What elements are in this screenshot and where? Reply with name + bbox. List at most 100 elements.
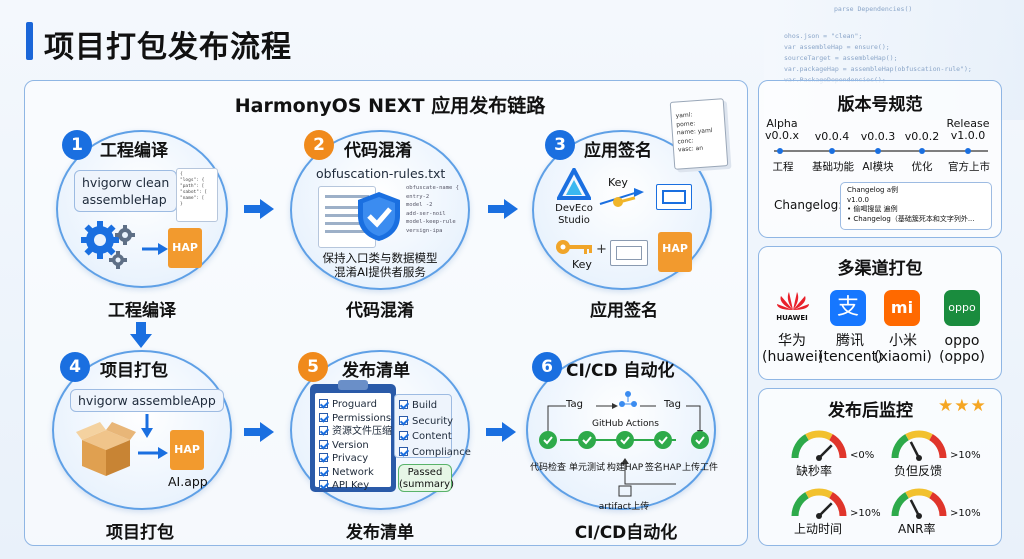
step-1-command-box: hvigorw clean assembleHap	[74, 170, 178, 212]
passed-line: (summary)	[399, 479, 454, 490]
json-line: "sabot": [	[180, 190, 208, 195]
checklist-item: Version	[319, 439, 387, 453]
step-3-caption: 应用签名	[590, 301, 658, 321]
gauge-segment	[791, 434, 809, 459]
pipeline-diagram	[539, 391, 709, 497]
version-stage-label: 官方上市	[948, 161, 990, 173]
tencent-logo: 支	[830, 290, 866, 326]
clipboard-icon: Proguard Permissions 资源文件压缩 Version Priv…	[310, 380, 396, 492]
gauge-segment	[905, 430, 933, 441]
flow-arrow-right	[488, 199, 518, 219]
json-line: {	[180, 172, 183, 177]
check-item: Compliance	[399, 446, 471, 460]
code-line: parse Dependencies()	[834, 5, 913, 13]
channels-title: 多渠道打包	[837, 259, 923, 279]
json-line: "logs": {	[180, 178, 205, 183]
xiaomi-logo: mi	[884, 290, 920, 326]
command-line: hvigorw clean	[82, 175, 170, 190]
studio-line: Studio	[558, 215, 590, 226]
step-6-number: 6	[532, 352, 562, 382]
rule-line: entry-2	[406, 193, 430, 200]
flow-arrow-down	[130, 322, 152, 348]
plus-sign: +	[596, 242, 607, 257]
pipeline-stage: 代码检查	[529, 463, 566, 473]
step-5-caption: 发布清单	[346, 523, 414, 543]
changelog-label: Changelog:	[774, 198, 843, 212]
page-title: 项目打包发布流程	[44, 30, 292, 65]
package-box-icon	[76, 422, 136, 476]
gauge-needle	[818, 502, 833, 517]
gauge-threshold: <0%	[850, 450, 875, 461]
gauge-needle	[909, 441, 921, 459]
hap-file-icon: HAP	[658, 232, 692, 272]
json-line: "name": [	[180, 196, 205, 201]
step-6-title: CI/CD 自动化	[566, 361, 675, 381]
channel-name: oppo(oppo)	[939, 333, 985, 365]
gauge-segment	[905, 488, 933, 499]
gauge-segment	[829, 492, 847, 517]
oppo-logo: oppo	[944, 290, 980, 326]
step-2-caption: 代码混淆	[346, 301, 414, 321]
flow-arrow-right	[244, 422, 274, 442]
gauge-hub	[816, 513, 822, 519]
key-icon	[599, 188, 644, 207]
step-2-title: 代码混淆	[344, 141, 412, 161]
channel-name: 华为(huawei)	[762, 333, 824, 365]
checklist-item: 资源文件压缩	[319, 425, 392, 439]
code-line: sourceTarget = assembleHap();	[784, 54, 898, 62]
arrow-icon	[142, 243, 168, 255]
changelog-line: • Changelog（基础簇死本和文字列外...	[847, 214, 975, 223]
key-label: Key	[572, 258, 592, 271]
certificate-icon	[610, 240, 648, 266]
yaml-line: vasc: an	[677, 144, 704, 154]
step-3-title: 应用签名	[584, 141, 652, 161]
check-item: Security	[399, 415, 453, 429]
pipeline-stage: 单元测试	[568, 463, 605, 473]
rule-line: versign-ipa	[406, 227, 443, 234]
gauge-segment	[891, 434, 909, 459]
github-actions-label: GitHub Actions	[592, 419, 659, 429]
code-line: ohos.json = "clean";	[784, 32, 863, 40]
json-file-icon: { "logs": { "path": [ "sabot": [ "name":…	[176, 168, 218, 222]
version-stage-label: AI模块	[862, 161, 894, 173]
version-stage-label: 基础功能	[812, 161, 854, 173]
checklist-item: Proguard	[319, 398, 387, 412]
tag-label: Tag	[566, 399, 583, 410]
gears-icon	[81, 221, 135, 269]
gauge-label: 负但反馈	[894, 464, 943, 478]
step-1-caption: 工程编译	[108, 301, 176, 321]
rule-line: model -2	[406, 202, 433, 208]
title-accent-bar	[26, 22, 33, 60]
gauge-icon	[891, 488, 947, 519]
version-timeline	[774, 148, 988, 154]
gauge-segment	[805, 430, 833, 441]
hap-file-icon: HAP	[170, 430, 204, 470]
obfuscation-description: 保持入口类与数据模型 混淆AI提供者服务	[310, 251, 450, 279]
step-6-caption: CI/CD自动化	[574, 523, 678, 543]
obfuscation-file-name: obfuscation-rules.txt	[316, 166, 446, 181]
gauge-label: ANR率	[898, 522, 936, 536]
step-4-number: 4	[60, 352, 90, 382]
star-rating: ★★★	[938, 396, 987, 416]
changelog-line: Changelog a例	[847, 186, 898, 194]
check-item: Content	[399, 430, 452, 444]
yaml-file-icon: yaml: pome: name: yaml conc: vasc: an	[669, 98, 729, 170]
channel-name: 腾讯(tencent)	[818, 333, 883, 365]
checklist-item: Permissions	[319, 412, 391, 426]
gauge-segment	[891, 492, 909, 517]
checklist-item: Network	[319, 466, 387, 480]
json-line: }	[180, 202, 183, 207]
artifact-upload-label: artifact上传	[598, 502, 650, 512]
key-icon	[556, 240, 592, 254]
code-line: var.packageHap = assembleHap(obfuscation…	[784, 65, 972, 73]
command-line: assembleHap	[82, 192, 167, 207]
step-5-title: 发布清单	[342, 361, 410, 381]
step-1-number: 1	[62, 130, 92, 160]
version-number: v0.0.4	[814, 130, 850, 143]
gauge-label: 上动时间	[794, 522, 843, 536]
huawei-logo-text: HUAWEI	[776, 314, 808, 322]
step-2-number: 2	[304, 130, 334, 160]
arrow-down-icon	[141, 414, 153, 438]
version-stage-label: 工程	[772, 161, 794, 173]
pipeline-stage: 签名HAP	[644, 463, 682, 473]
